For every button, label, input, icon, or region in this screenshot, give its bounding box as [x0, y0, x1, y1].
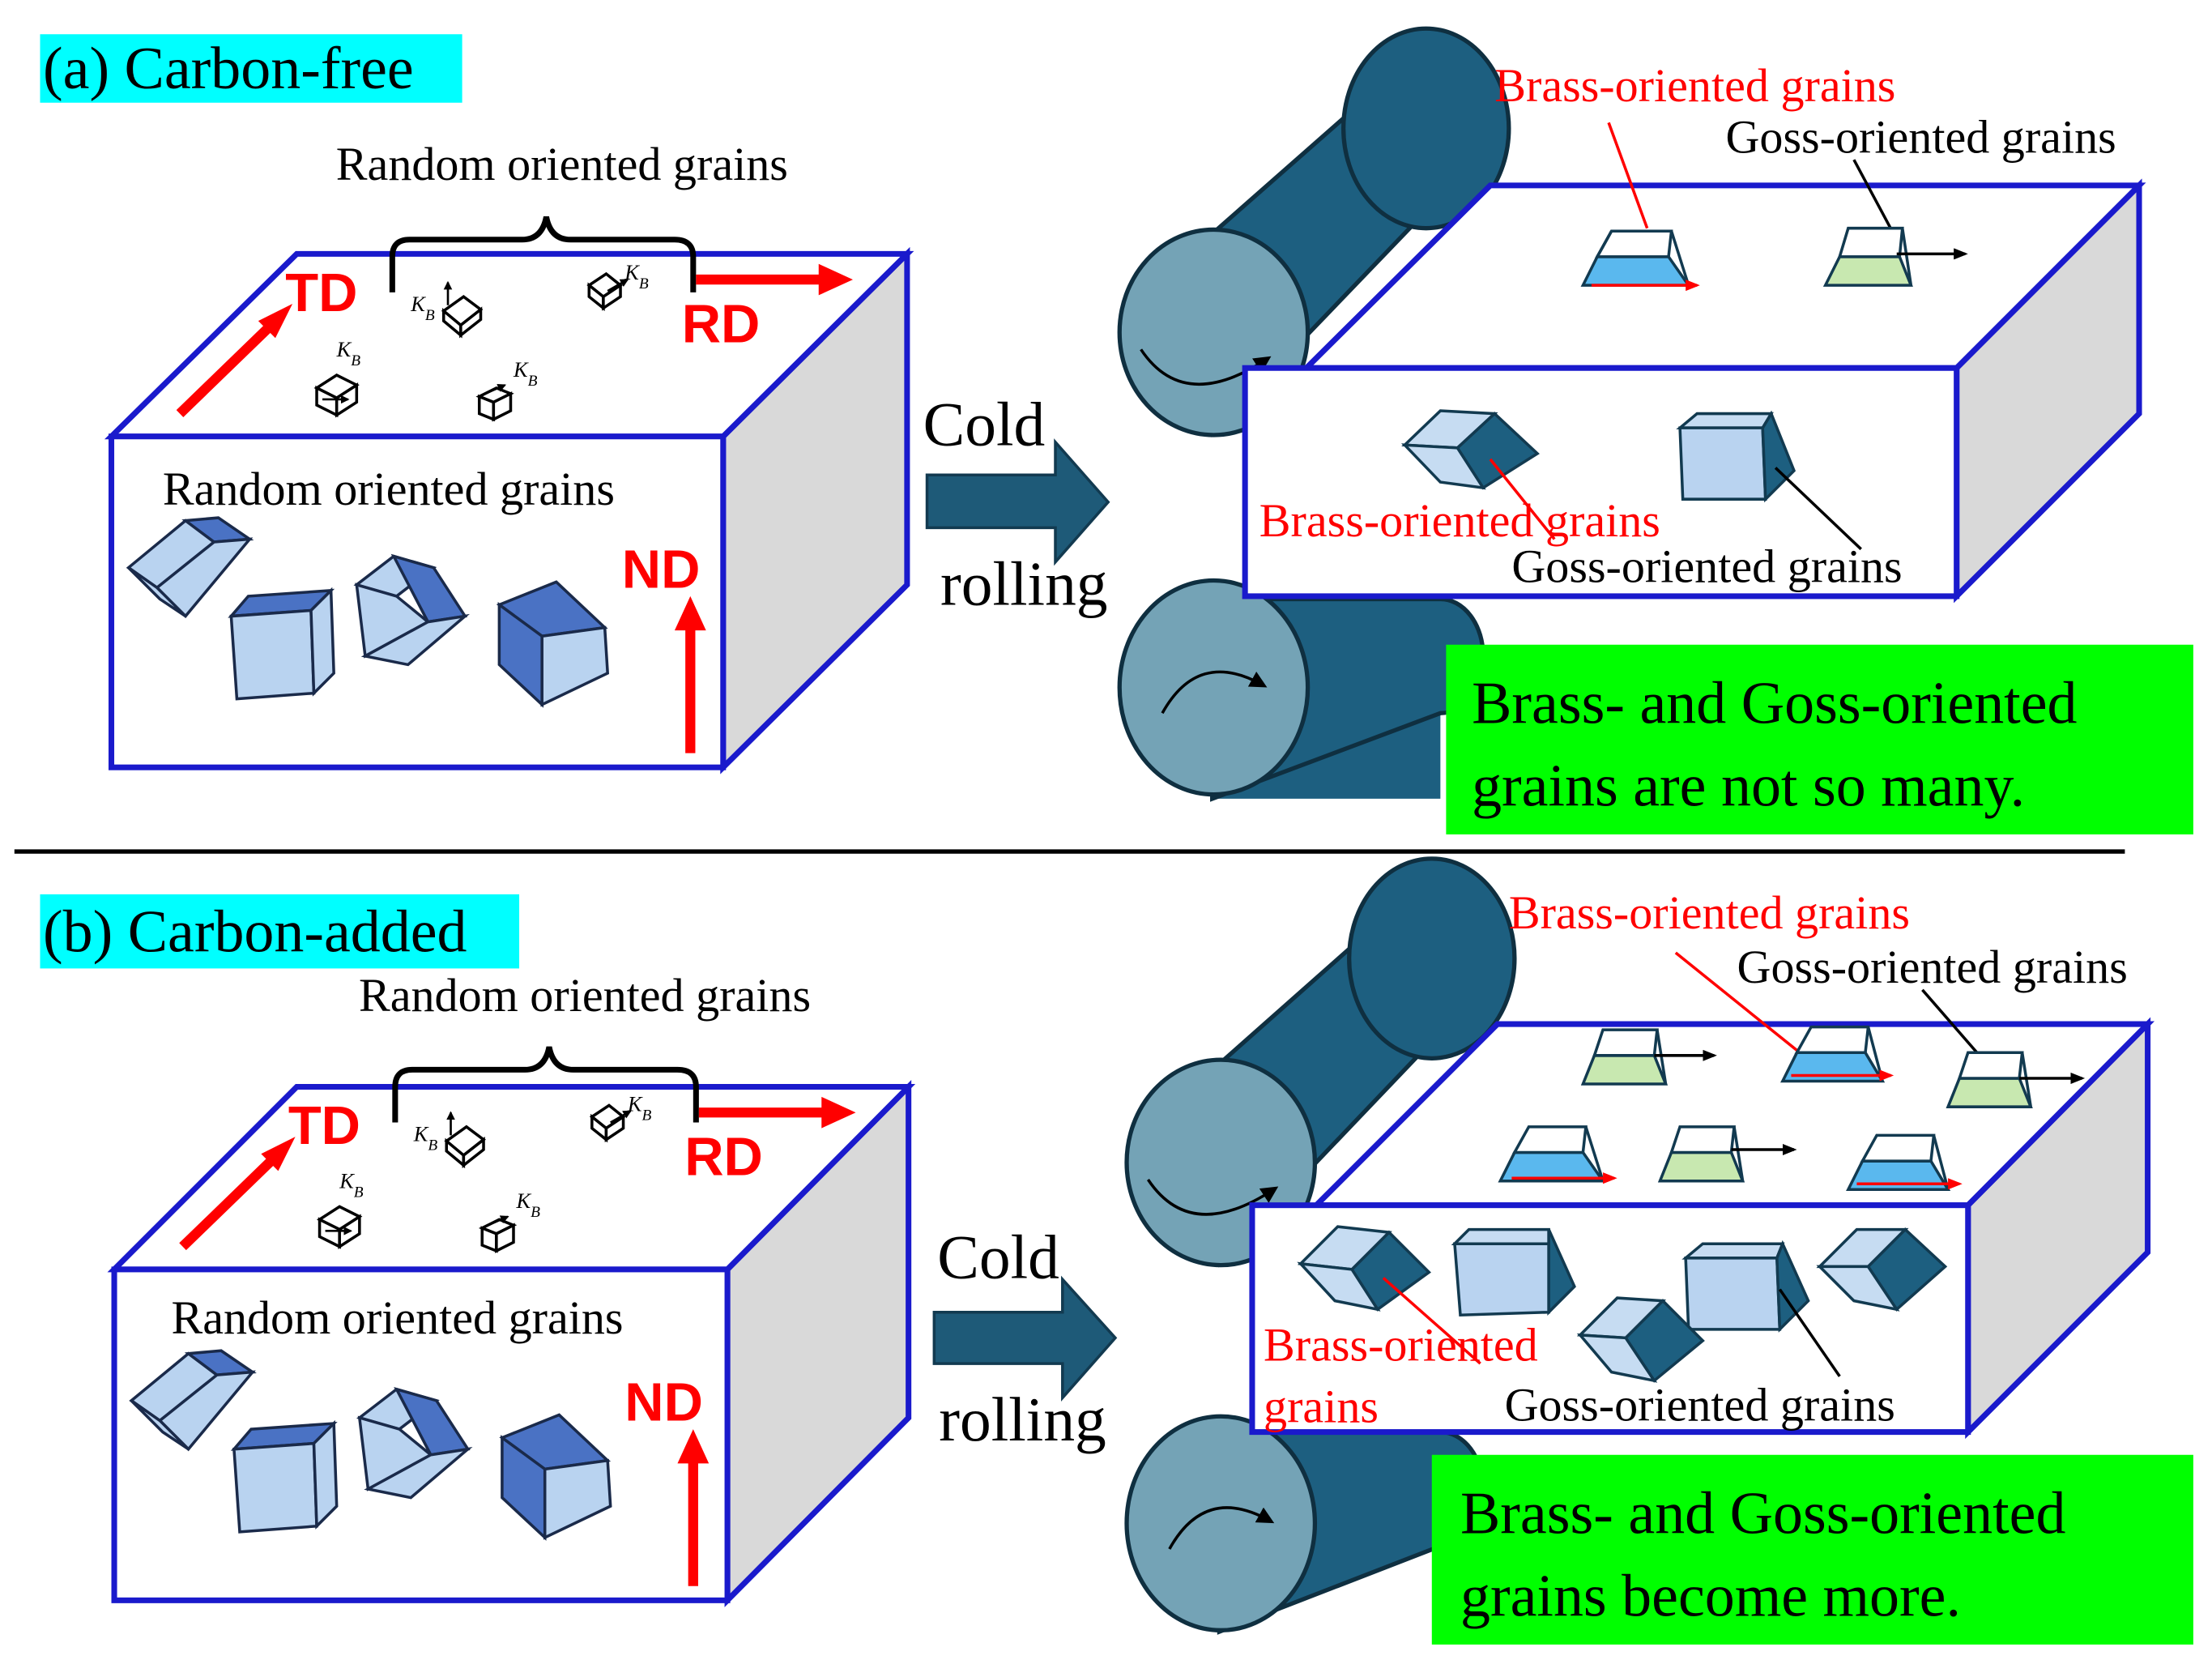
random-grain	[499, 1413, 612, 1541]
result-box	[1446, 644, 2193, 834]
brass-leader-line	[1382, 1277, 1481, 1365]
front-brass-label-line-2: grains	[1264, 1380, 1379, 1432]
rotation-arrow	[1168, 1506, 1275, 1550]
bracket	[392, 1046, 699, 1123]
panel-carbon-free: (a) Carbon-free Random oriented grains K…	[40, 26, 2193, 834]
goss-grain-front	[1676, 410, 1796, 503]
top-grains-label: Random oriented grains	[336, 138, 788, 190]
lower-roller	[1124, 1414, 1485, 1635]
rd-label: RD	[682, 294, 761, 355]
brass-leader-line	[1607, 122, 1649, 229]
brass-grain-top	[1846, 1133, 1963, 1192]
kb-cell: KB	[478, 1188, 540, 1253]
td-arrowhead	[258, 303, 293, 339]
rd-arrowhead	[818, 263, 854, 296]
specimen-box	[104, 246, 914, 775]
front-brass-label: Brass-oriented grains	[1259, 494, 1660, 547]
front-goss-label: Goss-oriented grains	[1505, 1379, 1895, 1432]
top-goss-label: Goss-oriented grains	[1737, 941, 2128, 993]
top-brass-label: Brass-oriented grains	[1494, 59, 1895, 112]
rotation-arrow	[1161, 670, 1268, 715]
brass-grain-top	[1580, 229, 1700, 292]
goss-grain-top	[1946, 1051, 2086, 1108]
front-brass-label-line-1: Brass-oriented	[1264, 1319, 1538, 1372]
kb-cell: KB	[475, 357, 538, 422]
rotation-arrow	[1146, 1178, 1279, 1216]
panel-title: (b) Carbon-added	[43, 898, 467, 964]
brass-grain-front	[1400, 409, 1540, 490]
td-arrow	[176, 321, 275, 417]
td-arrowhead	[261, 1137, 296, 1171]
lower-roller-face	[1124, 1414, 1318, 1632]
random-grain	[126, 516, 254, 619]
top-grains-label: Random oriented grains	[359, 969, 811, 1022]
top-goss-label: Goss-oriented grains	[1725, 110, 2116, 163]
rolled-sheet	[1249, 1017, 2155, 1440]
td-label: TD	[288, 1095, 360, 1156]
goss-leader-line	[1774, 467, 1862, 551]
goss-grain-top	[1657, 1125, 1797, 1183]
kb-cell: KB	[313, 337, 360, 418]
front-goss-label: Goss-oriented grains	[1511, 540, 1902, 592]
td-arrow	[179, 1154, 278, 1251]
front-grains-label: Random oriented grains	[171, 1291, 623, 1344]
random-grain	[353, 553, 471, 667]
goss-grain-front	[1451, 1227, 1576, 1317]
goss-leader-line	[1852, 159, 1899, 241]
process-arrow	[925, 438, 1110, 566]
result-line-1: Brass- and Goss-oriented	[1472, 670, 2077, 736]
rd-label: RD	[684, 1127, 763, 1188]
goss-grain-front	[1681, 1240, 1810, 1333]
sheet-front-face	[1242, 365, 1960, 600]
kb-cell: KB	[413, 1111, 486, 1169]
kb-cell: KB	[317, 1169, 364, 1249]
rolled-sheet	[1242, 178, 2146, 604]
random-grain	[129, 1349, 257, 1452]
result-line-2: grains become more.	[1460, 1563, 1961, 1629]
brass-grain-front	[1297, 1225, 1431, 1312]
process-label-cold: Cold	[923, 389, 1046, 459]
brass-grain-top	[1498, 1125, 1617, 1184]
top-brass-label: Brass-oriented grains	[1509, 886, 1910, 939]
process-label-rolling: rolling	[939, 1385, 1106, 1454]
random-grain	[496, 580, 610, 708]
title-highlight	[40, 34, 462, 103]
nd-arrowhead	[674, 595, 706, 631]
result-line-2: grains are not so many.	[1472, 753, 2025, 819]
title-highlight	[40, 894, 520, 969]
nd-arrowhead	[677, 1429, 710, 1464]
process-label-cold: Cold	[937, 1222, 1059, 1291]
random-grain	[356, 1386, 473, 1500]
lower-roller-face	[1117, 578, 1311, 797]
brass-grain-top	[1780, 1025, 1894, 1083]
nd-label: ND	[622, 539, 701, 600]
brass-leader-line	[1489, 458, 1556, 540]
rd-arrowhead	[821, 1096, 856, 1129]
goss-grain-top	[1822, 226, 1968, 287]
goss-grain-top	[1580, 1028, 1717, 1086]
upper-roller	[1124, 856, 1517, 1268]
random-grain	[228, 587, 335, 701]
bracket	[389, 216, 697, 292]
panel-title: (a) Carbon-free	[43, 35, 414, 101]
brass-grain-front	[1816, 1227, 1948, 1312]
nd-label: ND	[624, 1372, 703, 1433]
brass-leader-line	[1674, 951, 1801, 1054]
result-box	[1431, 1454, 2193, 1645]
panel-carbon-added: (b) Carbon-added Random oriented grains …	[40, 856, 2193, 1645]
result-line-1: Brass- and Goss-oriented	[1460, 1480, 2065, 1547]
brass-grain-front	[1576, 1296, 1705, 1383]
front-grains-label: Random oriented grains	[163, 463, 615, 515]
td-label: TD	[285, 262, 357, 323]
process-arrow	[932, 1275, 1118, 1402]
process-label-rolling: rolling	[940, 548, 1108, 618]
goss-leader-line	[1778, 1288, 1841, 1377]
random-grain	[230, 1419, 339, 1534]
lower-roller	[1117, 578, 1485, 802]
